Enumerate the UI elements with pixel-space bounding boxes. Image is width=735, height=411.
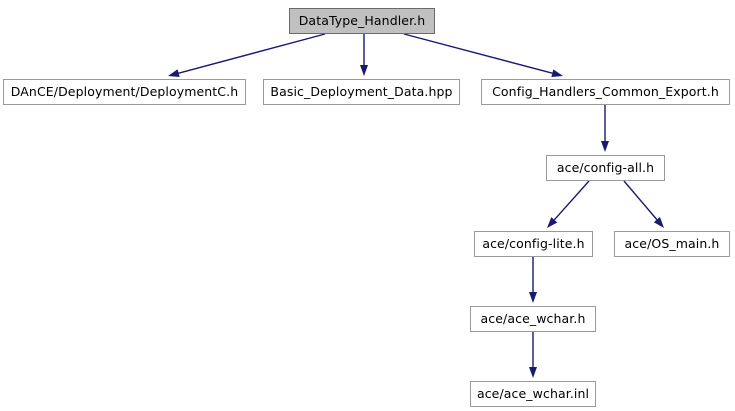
node-label: Config_Handlers_Common_Export.h — [492, 83, 719, 99]
node-label: ace/config-all.h — [556, 159, 655, 175]
node-label: DataType_Handler.h — [298, 12, 426, 28]
node-basic-deployment-data-hpp[interactable]: Basic_Deployment_Data.hpp — [263, 79, 460, 105]
graph-edge-arrowhead — [551, 69, 563, 78]
graph-edge-arrowhead — [529, 292, 537, 303]
node-ace-config-all-h[interactable]: ace/config-all.h — [546, 155, 665, 181]
node-label: ace/ace_wchar.inl — [476, 385, 590, 401]
node-label: ace/config-lite.h — [482, 235, 585, 251]
node-dance-deployment-deploymentc-h[interactable]: DAnCE/Deployment/DeploymentC.h — [3, 79, 246, 105]
node-label: DAnCE/Deployment/DeploymentC.h — [10, 83, 239, 99]
node-label: Basic_Deployment_Data.hpp — [270, 83, 453, 99]
graph-edge-arrowhead — [168, 69, 180, 78]
node-label: ace/ace_wchar.h — [480, 310, 586, 326]
node-ace-ace-wchar-inl[interactable]: ace/ace_wchar.inl — [470, 381, 596, 407]
graph-edge — [178, 33, 326, 74]
graph-edge-arrowhead — [547, 217, 558, 228]
node-ace-os-main-h[interactable]: ace/OS_main.h — [614, 231, 730, 257]
graph-edge — [623, 180, 658, 221]
graph-edge-arrowhead — [529, 367, 537, 378]
graph-edge-arrowhead — [653, 217, 664, 228]
node-label: ace/OS_main.h — [624, 235, 720, 251]
node-config-handlers-common-export-h[interactable]: Config_Handlers_Common_Export.h — [481, 79, 730, 105]
node-ace-ace-wchar-h[interactable]: ace/ace_wchar.h — [470, 306, 596, 332]
graph-edge-arrowhead — [360, 65, 368, 76]
node-datatype-handler-h[interactable]: DataType_Handler.h — [289, 8, 435, 34]
graph-edge-arrowhead — [601, 141, 609, 152]
graph-edge — [553, 180, 590, 221]
graph-edge — [403, 33, 553, 74]
node-ace-config-lite-h[interactable]: ace/config-lite.h — [474, 231, 593, 257]
